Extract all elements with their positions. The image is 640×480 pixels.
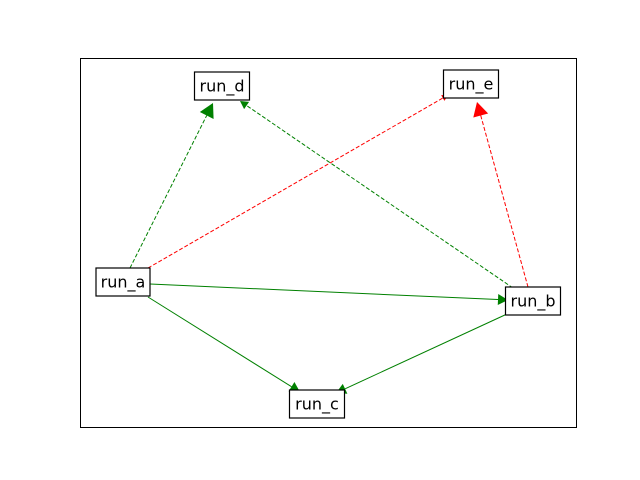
node-label: run_b <box>510 292 555 312</box>
edge-line <box>344 313 508 390</box>
edge-run_a-run_d <box>129 103 214 269</box>
edge-line <box>129 115 208 269</box>
node-label: run_e <box>449 75 494 95</box>
node-box <box>442 69 500 99</box>
node-box <box>504 286 562 316</box>
edge-run_b-run_d <box>240 101 514 289</box>
node-run_d: run_d <box>193 71 251 101</box>
arrowhead-icon <box>199 103 214 119</box>
edge-line <box>149 283 499 301</box>
node-label: run_c <box>295 395 339 415</box>
arrowhead-icon <box>497 294 508 306</box>
plot-frame <box>80 58 577 428</box>
node-run_b: run_b <box>504 286 562 316</box>
node-label: run_a <box>101 273 146 293</box>
node-box <box>193 71 251 101</box>
edge-line <box>147 296 292 388</box>
edge-run_a-run_b <box>149 283 508 306</box>
arrowhead-icon <box>240 101 250 110</box>
node-run_e: run_e <box>442 69 500 99</box>
node-run_a: run_a <box>95 267 151 297</box>
node-box <box>95 267 151 297</box>
edge-run_b-run_e <box>473 102 529 288</box>
node-box <box>288 389 346 419</box>
edge-line <box>147 97 444 269</box>
node-label: run_d <box>199 77 244 97</box>
nodes-layer: run_a run_b run_c run_d run_e <box>95 69 562 419</box>
arrowhead-icon <box>473 102 489 118</box>
node-run_c: run_c <box>288 389 346 419</box>
edges-layer <box>129 95 529 394</box>
